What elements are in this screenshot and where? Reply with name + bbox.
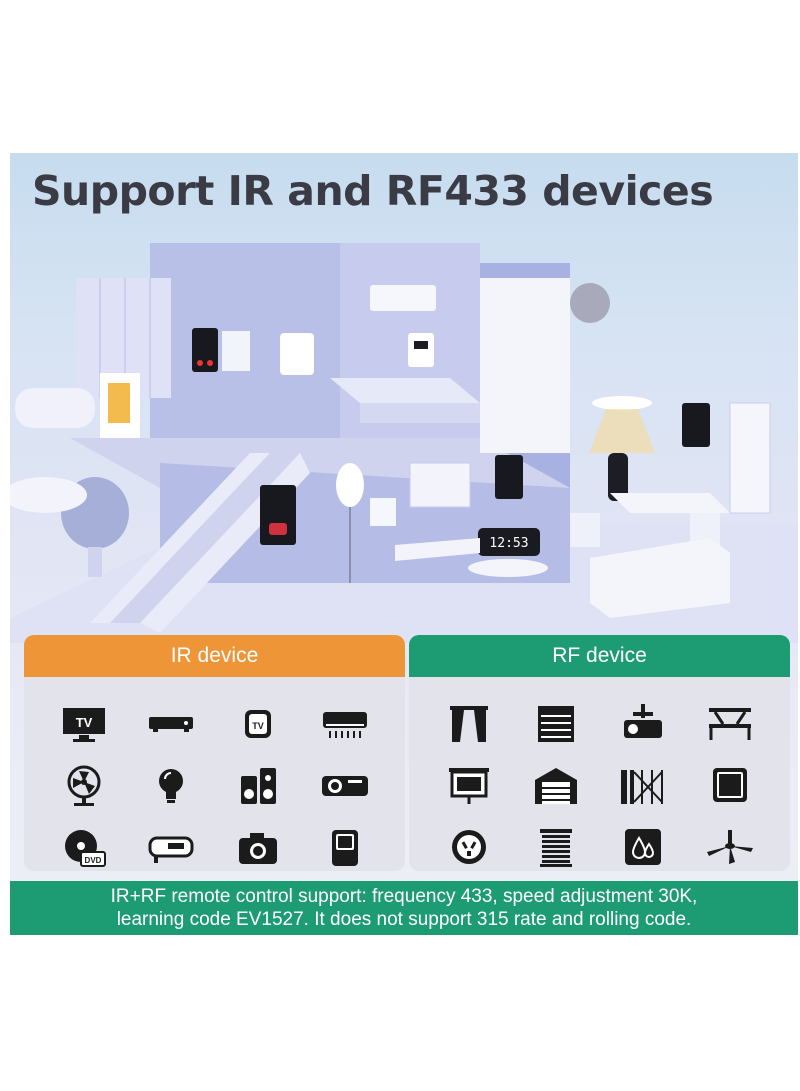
ceiling-fan-icon: [687, 817, 774, 871]
ir-card-header: IR device: [24, 635, 405, 677]
air-conditioner: [370, 285, 436, 311]
clothes-rack-icon: [687, 693, 774, 755]
dvd-icon: DVD: [40, 817, 127, 871]
curtain-icon: [425, 693, 512, 755]
bed-frame: [360, 403, 480, 423]
alarm-clock: [478, 528, 540, 556]
switch-panel: [192, 328, 218, 372]
rf-card-title: RF device: [552, 644, 647, 667]
dining-table: [610, 493, 730, 513]
switch-panel-lower: [260, 485, 296, 545]
water-heater-icon: [127, 817, 214, 871]
sofa: [590, 538, 730, 618]
product-banner: Support IR and RF433 devices: [10, 153, 798, 935]
switch-light: [108, 383, 130, 423]
rf-icon-grid: [409, 677, 790, 871]
garage-door-icon: [512, 755, 599, 817]
support-note-line-2: learning code EV1527. It does not suppor…: [116, 909, 692, 930]
ir-device-card: IR device TV TV: [24, 635, 405, 871]
svg-text:TV: TV: [252, 721, 264, 731]
ceiling-projector: [570, 283, 610, 323]
projection-screen-icon: [425, 755, 512, 817]
switch-led: [197, 360, 203, 366]
tv-box-icon: TV: [215, 693, 302, 755]
ir-icon-grid: TV TV DVD: [24, 677, 405, 871]
rf-device-card: RF device: [409, 635, 790, 871]
bed: [330, 378, 480, 403]
fan-light: [589, 409, 655, 453]
dvd-icon-label: DVD: [84, 856, 101, 865]
coffee-table: [468, 559, 548, 577]
bathtub: [10, 477, 87, 513]
thermostat: [222, 331, 250, 371]
wall-picture: [409, 462, 471, 508]
air-purifier-icon: [302, 817, 389, 871]
floor-lamp: [336, 463, 364, 507]
switch-led: [207, 360, 213, 366]
plug-hub: [408, 333, 434, 367]
fan: [592, 396, 652, 410]
door: [729, 402, 771, 514]
smart-home-illustration: 12:53: [10, 243, 798, 643]
plug-screen: [414, 341, 428, 349]
tv-cabinet: [395, 538, 480, 561]
headline: Support IR and RF433 devices: [32, 167, 714, 215]
fan-icon: [40, 755, 127, 817]
smart-switch-icon: [687, 755, 774, 817]
support-note: IR+RF remote control support: frequency …: [10, 881, 798, 935]
tv-icon-label: TV: [75, 715, 92, 730]
camera-icon: [215, 817, 302, 871]
humidifier-icon: [600, 817, 687, 871]
socket-icon: [425, 817, 512, 871]
plant-pot: [88, 547, 102, 577]
speaker-icon: [215, 755, 302, 817]
clock-display: 12:53: [489, 536, 528, 551]
set-top-box-icon: [127, 693, 214, 755]
ceiling-projector-icon: [600, 693, 687, 755]
air-conditioner-icon: [302, 693, 389, 755]
switch-panel-right: [682, 403, 710, 447]
remote-control: [608, 453, 628, 501]
ir-card-title: IR device: [170, 644, 259, 667]
roller-shutter-icon: [512, 693, 599, 755]
sliding-gate-icon: [600, 755, 687, 817]
blinds-icon: [512, 817, 599, 871]
switch-led-lower: [269, 523, 287, 535]
ir-hub: [280, 333, 314, 375]
projector-icon: [302, 755, 389, 817]
wall-plug: [370, 498, 396, 526]
water-heater: [15, 388, 95, 428]
curtain: [480, 278, 570, 453]
switch-panel-center: [495, 455, 523, 499]
dining-chair: [570, 513, 600, 547]
light-bulb-icon: [127, 755, 214, 817]
rf-card-header: RF device: [409, 635, 790, 677]
support-note-line-1: IR+RF remote control support: frequency …: [110, 886, 698, 907]
tv-icon: TV: [40, 693, 127, 755]
